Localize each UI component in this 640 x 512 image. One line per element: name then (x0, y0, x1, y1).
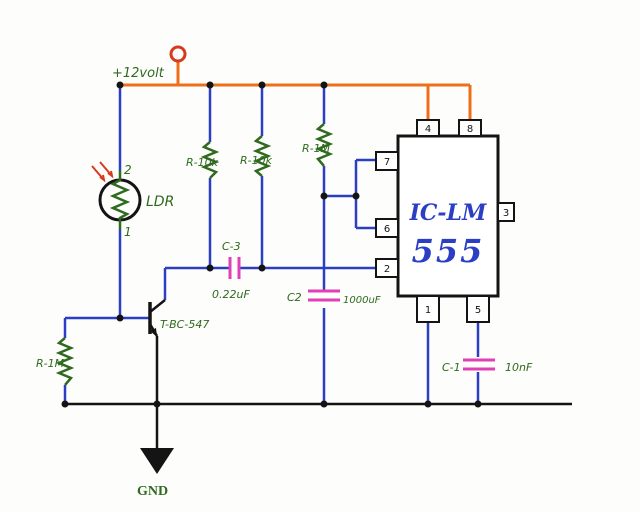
ic-pin-7-label: 7 (384, 157, 390, 168)
ic-title-line2: 555 (412, 232, 485, 270)
ldr-label: LDR (146, 194, 174, 210)
ic-pin-3-box (497, 202, 515, 222)
ic-pin-6-label: 6 (384, 224, 390, 235)
ic-pin-4-box (416, 119, 440, 137)
c1-value: 10nF (505, 361, 533, 374)
ic-pin-8-box (458, 119, 482, 137)
ic-pin-4-label: 4 (425, 124, 431, 135)
ic-pin-5-label: 5 (475, 305, 481, 316)
c3-value: 0.22uF (212, 288, 250, 301)
ic-pin-1-box (416, 295, 440, 323)
ic-title-line1: IC-LM (409, 200, 487, 226)
supply-label: +12volt (112, 66, 165, 81)
supply-terminal (169, 45, 187, 63)
resistor-1m-top: R-1M (302, 123, 334, 167)
capacitor-c2: C2 1000uF (287, 289, 381, 306)
c3-name: C-3 (222, 240, 241, 253)
resistor-1m-top-label: R-1M (302, 142, 331, 155)
c2-value: 1000uF (343, 295, 381, 306)
ic-pin-1-label: 1 (425, 305, 431, 316)
transistor-bc547: T-BC-547 (148, 299, 209, 404)
gnd-label: GND (137, 484, 168, 499)
resistor-10k-a-label: R-10k (186, 156, 219, 169)
ldr-pin-1: 1 (124, 225, 132, 239)
ic-lm555: 4 8 7 6 2 3 1 5 IC-LM 555 (375, 119, 515, 323)
ldr: 2 1 LDR (91, 161, 174, 239)
ic-pin-8-label: 8 (467, 124, 473, 135)
ic-pin-2-label: 2 (384, 264, 390, 275)
ic-pin-6-box (375, 218, 399, 238)
resistor-10k-b-label: R-10k (240, 154, 273, 167)
ic-pin-5-box (466, 295, 490, 323)
c1-name: C-1 (442, 361, 461, 374)
supply-rail (120, 62, 472, 120)
ground-rail (65, 402, 572, 448)
transistor-label: T-BC-547 (160, 318, 209, 331)
ic-pin-7-box (375, 151, 399, 171)
ic-body (396, 134, 500, 298)
resistor-10k-a: R-10k (186, 141, 220, 179)
capacitor-c3: C-3 0.22uF (212, 240, 250, 301)
resistor-1m-bottom: R-1M (36, 337, 75, 386)
junction-dots (61, 81, 482, 408)
resistor-10k-b: R-10k (240, 135, 273, 177)
signal-wires (63, 85, 480, 404)
capacitor-c1: C-1 10nF (442, 358, 533, 374)
ldr-pin-2: 2 (124, 163, 132, 177)
ground-symbol (140, 448, 174, 474)
ic-pin-2-box (375, 258, 399, 278)
resistor-1m-bottom-label: R-1M (36, 357, 65, 370)
c2-name: C2 (287, 291, 302, 304)
ic-pin-3-label: 3 (503, 208, 509, 219)
